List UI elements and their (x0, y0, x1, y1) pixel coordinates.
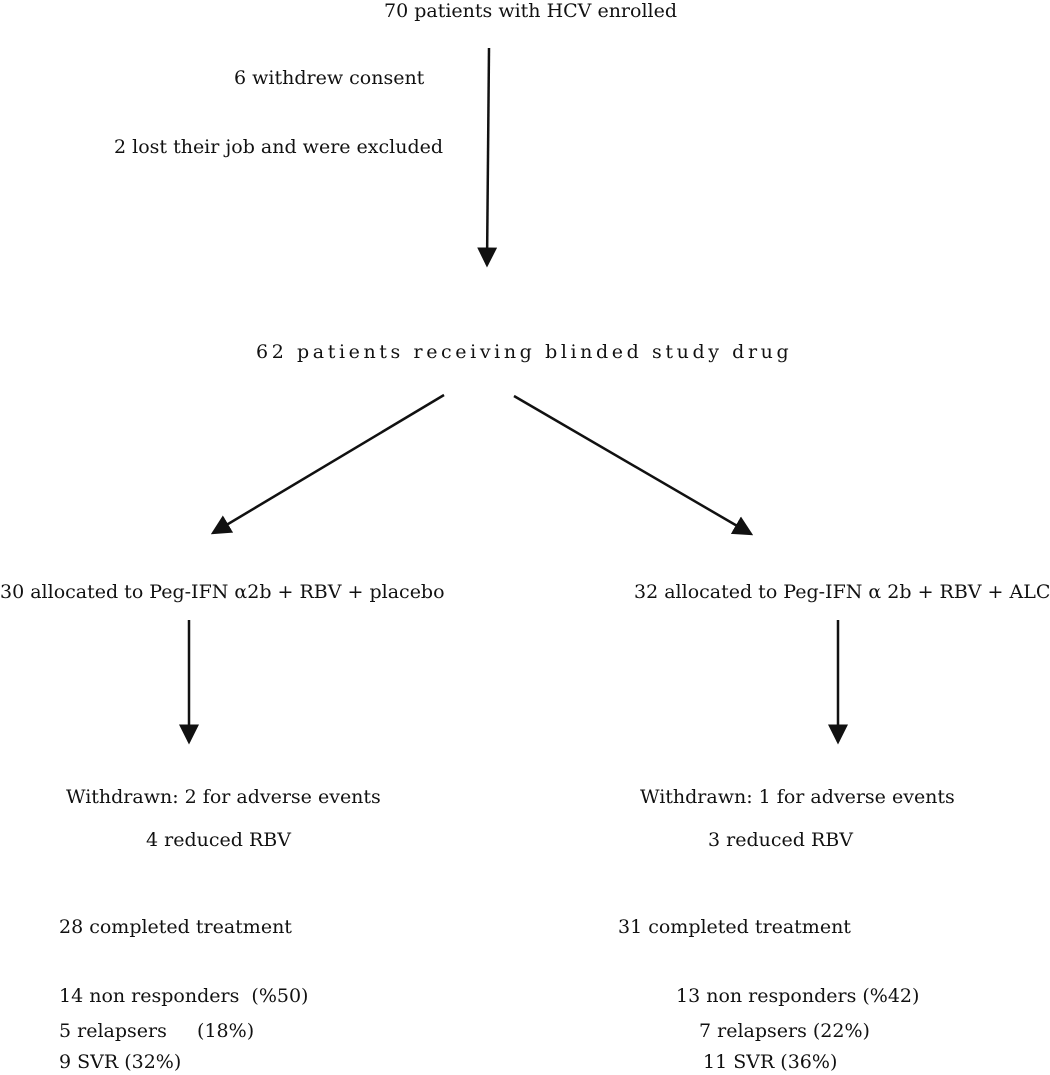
lost-job-text: 2 lost their job and were excluded (114, 136, 444, 158)
left-allocated-text: 30 allocated to Peg-IFN α2b + RBV + plac… (0, 581, 445, 603)
right-relapsers-text: 7 relapsers (22%) (699, 1020, 870, 1042)
left-reduced-text: 4 reduced RBV (146, 829, 291, 851)
right-withdrawn-text: Withdrawn: 1 for adverse events (640, 786, 955, 808)
left-relapsers-text: 5 relapsers (18%) (59, 1020, 255, 1042)
enrolled-text: 70 patients with HCV enrolled (384, 0, 678, 22)
arrow-receiving-to-right-arm (513, 394, 754, 536)
flow-arrows (179, 47, 848, 745)
receiving-drug-text: 62 patients receiving blinded study drug (256, 341, 793, 363)
arrow-enrolled-to-receiving (477, 47, 498, 268)
left-withdrawn-text: Withdrawn: 2 for adverse events (66, 786, 381, 808)
right-non-responders-text: 13 non responders (%42) (676, 985, 920, 1007)
right-allocated-text: 32 allocated to Peg-IFN α 2b + RBV + ALC (634, 581, 1050, 603)
arrow-receiving-to-left-arm (210, 393, 445, 535)
right-reduced-text: 3 reduced RBV (708, 829, 853, 851)
left-non-responders-text: 14 non responders (%50) (59, 985, 309, 1007)
left-completed-text: 28 completed treatment (59, 916, 292, 938)
right-svr-text: 11 SVR (36%) (703, 1051, 838, 1073)
left-svr-text: 9 SVR (32%) (59, 1051, 182, 1073)
withdrew-consent-text: 6 withdrew consent (234, 67, 425, 89)
right-completed-text: 31 completed treatment (618, 916, 851, 938)
